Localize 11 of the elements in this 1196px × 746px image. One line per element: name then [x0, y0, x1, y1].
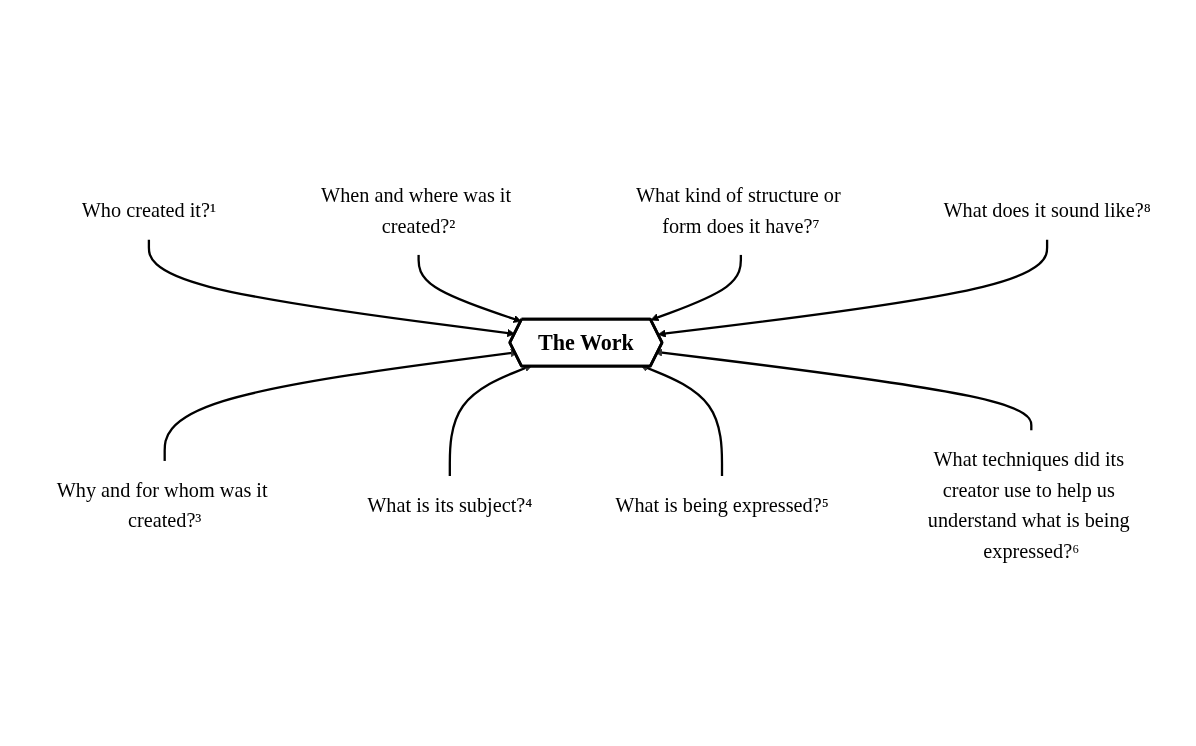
node-text: What kind of structure or form does it have?⁷: [635, 183, 841, 238]
node-text: What is its subject?⁴: [367, 493, 533, 517]
node-text: Why and for whom was it created?³: [56, 478, 268, 532]
arrow: [657, 239, 1049, 338]
node-text: What techniques did its creator use to help us understand what is being expressed?⁶: [927, 448, 1130, 563]
arrow: [417, 254, 522, 323]
node-text: When and where was it created?²: [321, 183, 512, 238]
node-text: What is being expressed?⁵: [615, 493, 829, 517]
node-text: What does it sound like?⁸: [943, 198, 1151, 222]
arrow: [650, 254, 742, 322]
node-text: Who created it?¹: [81, 198, 217, 222]
